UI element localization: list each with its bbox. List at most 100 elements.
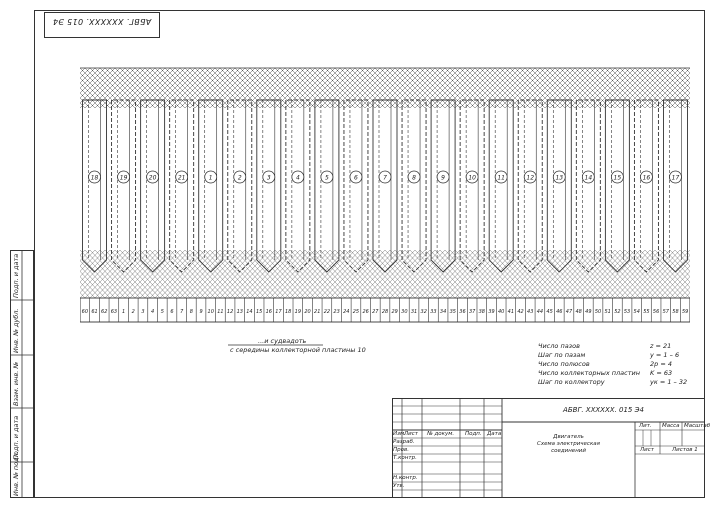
hatch-line	[634, 67, 676, 109]
coil-side	[488, 99, 514, 273]
slot-circle	[349, 170, 363, 184]
commutator-number: 61	[91, 309, 97, 315]
slot-number: 5	[325, 175, 329, 182]
commutator-number: 1	[122, 309, 125, 315]
slot-circle	[407, 170, 421, 184]
commutator-number: 48	[575, 309, 581, 315]
hatch-line	[594, 67, 636, 109]
slot-number: 8	[412, 175, 416, 182]
hatch-line	[80, 249, 111, 283]
hatch-line	[299, 67, 341, 109]
commutator-number: 20	[304, 309, 310, 315]
hatch-line	[244, 67, 286, 109]
hatch-line	[489, 67, 531, 109]
row-label: Т.контр.	[393, 455, 417, 461]
hatch-line	[359, 67, 401, 109]
strip-label-5: Инв. № подл.	[12, 451, 20, 496]
hatch-line	[669, 67, 690, 89]
strip-label-1: Подп. и дата	[12, 253, 20, 298]
hatch-line	[529, 67, 571, 109]
hatch-line	[409, 67, 451, 109]
commutator-number: 29	[391, 309, 397, 315]
slot-circle	[378, 170, 392, 184]
title-block: АБВГ. XXXXXX. 015 Э4 Двигатель Схема эле…	[392, 398, 710, 498]
slot-number: 20	[149, 175, 157, 182]
slot-circle	[669, 170, 682, 184]
hatch-line	[434, 67, 476, 109]
commutator-number: 52	[614, 309, 620, 315]
hatch-line	[214, 67, 256, 109]
hatch-line	[204, 67, 246, 109]
hatch-line	[624, 67, 666, 109]
commutator-number: 17	[275, 309, 282, 315]
hatch-line	[84, 67, 126, 109]
hatch-line	[199, 67, 241, 109]
hatch-line	[154, 67, 196, 109]
coil-side	[633, 99, 659, 273]
commutator-number: 50	[595, 309, 601, 315]
commutator-number: 33	[430, 309, 436, 315]
hatch-line	[649, 249, 690, 293]
slot-circle	[465, 170, 479, 184]
commutator-number: 63	[111, 309, 117, 315]
hatch-line	[524, 67, 566, 109]
commutator-number: 57	[663, 309, 670, 315]
caption-line2: с середины коллекторной пластины 10	[230, 346, 366, 354]
hatch-line	[429, 67, 471, 109]
commutator-number: 30	[401, 309, 407, 315]
slot-circle	[494, 170, 508, 184]
coil-side	[82, 99, 107, 273]
coil-side	[314, 99, 340, 273]
slot-circle	[204, 170, 218, 184]
slot-number: 1	[209, 175, 213, 182]
slot-number: 14	[585, 175, 593, 182]
hatch-line	[80, 67, 121, 109]
hatch-line	[254, 67, 296, 109]
hatch-line	[464, 67, 506, 109]
coil-side	[401, 99, 427, 273]
hatch-line	[309, 67, 351, 109]
right-header: Масштаб	[684, 423, 711, 429]
coil-side	[575, 99, 601, 273]
hatch-line	[274, 67, 316, 109]
hatch-line	[384, 67, 426, 109]
hatch-line	[584, 67, 626, 109]
hatch-line	[344, 67, 386, 109]
hatch-line	[679, 97, 690, 109]
stamp-box	[44, 12, 160, 38]
slot-circle	[436, 170, 450, 184]
hatch-line	[294, 67, 336, 109]
commutator-number: 11	[217, 309, 223, 315]
commutator-number: 4	[151, 309, 154, 315]
slot-circle	[262, 170, 276, 184]
hatch-line	[499, 67, 541, 109]
commutator-number: 46	[556, 309, 562, 315]
hatch-line	[619, 67, 661, 109]
commutator-number: 62	[101, 309, 107, 315]
commutator-number: 45	[546, 309, 552, 315]
col-header: Дата	[487, 431, 502, 437]
hatch-line	[519, 67, 561, 109]
hatch-line	[659, 249, 690, 283]
commutator-number: 43	[527, 309, 533, 315]
hatch-line	[559, 67, 601, 109]
hatch-line	[159, 67, 201, 109]
right-header: Масса	[662, 423, 680, 429]
hatch-line	[80, 67, 101, 89]
right-header: Лит.	[639, 423, 652, 429]
hatch-line	[329, 67, 371, 109]
coil-side	[140, 99, 166, 273]
hatch-line	[659, 265, 690, 299]
title-line1: Двигатель	[553, 434, 584, 440]
commutator-number: 35	[450, 309, 456, 315]
col-header: № докум.	[427, 431, 455, 437]
commutator-number: 8	[190, 309, 193, 315]
coil-side	[459, 99, 485, 273]
hatch-line	[264, 67, 306, 109]
commutator-number: 28	[382, 309, 388, 315]
commutator-number: 42	[517, 309, 523, 315]
hatch-line	[234, 67, 276, 109]
hatch-line	[539, 67, 581, 109]
commutator-number: 44	[537, 309, 543, 315]
commutator-number: 2	[132, 309, 135, 315]
